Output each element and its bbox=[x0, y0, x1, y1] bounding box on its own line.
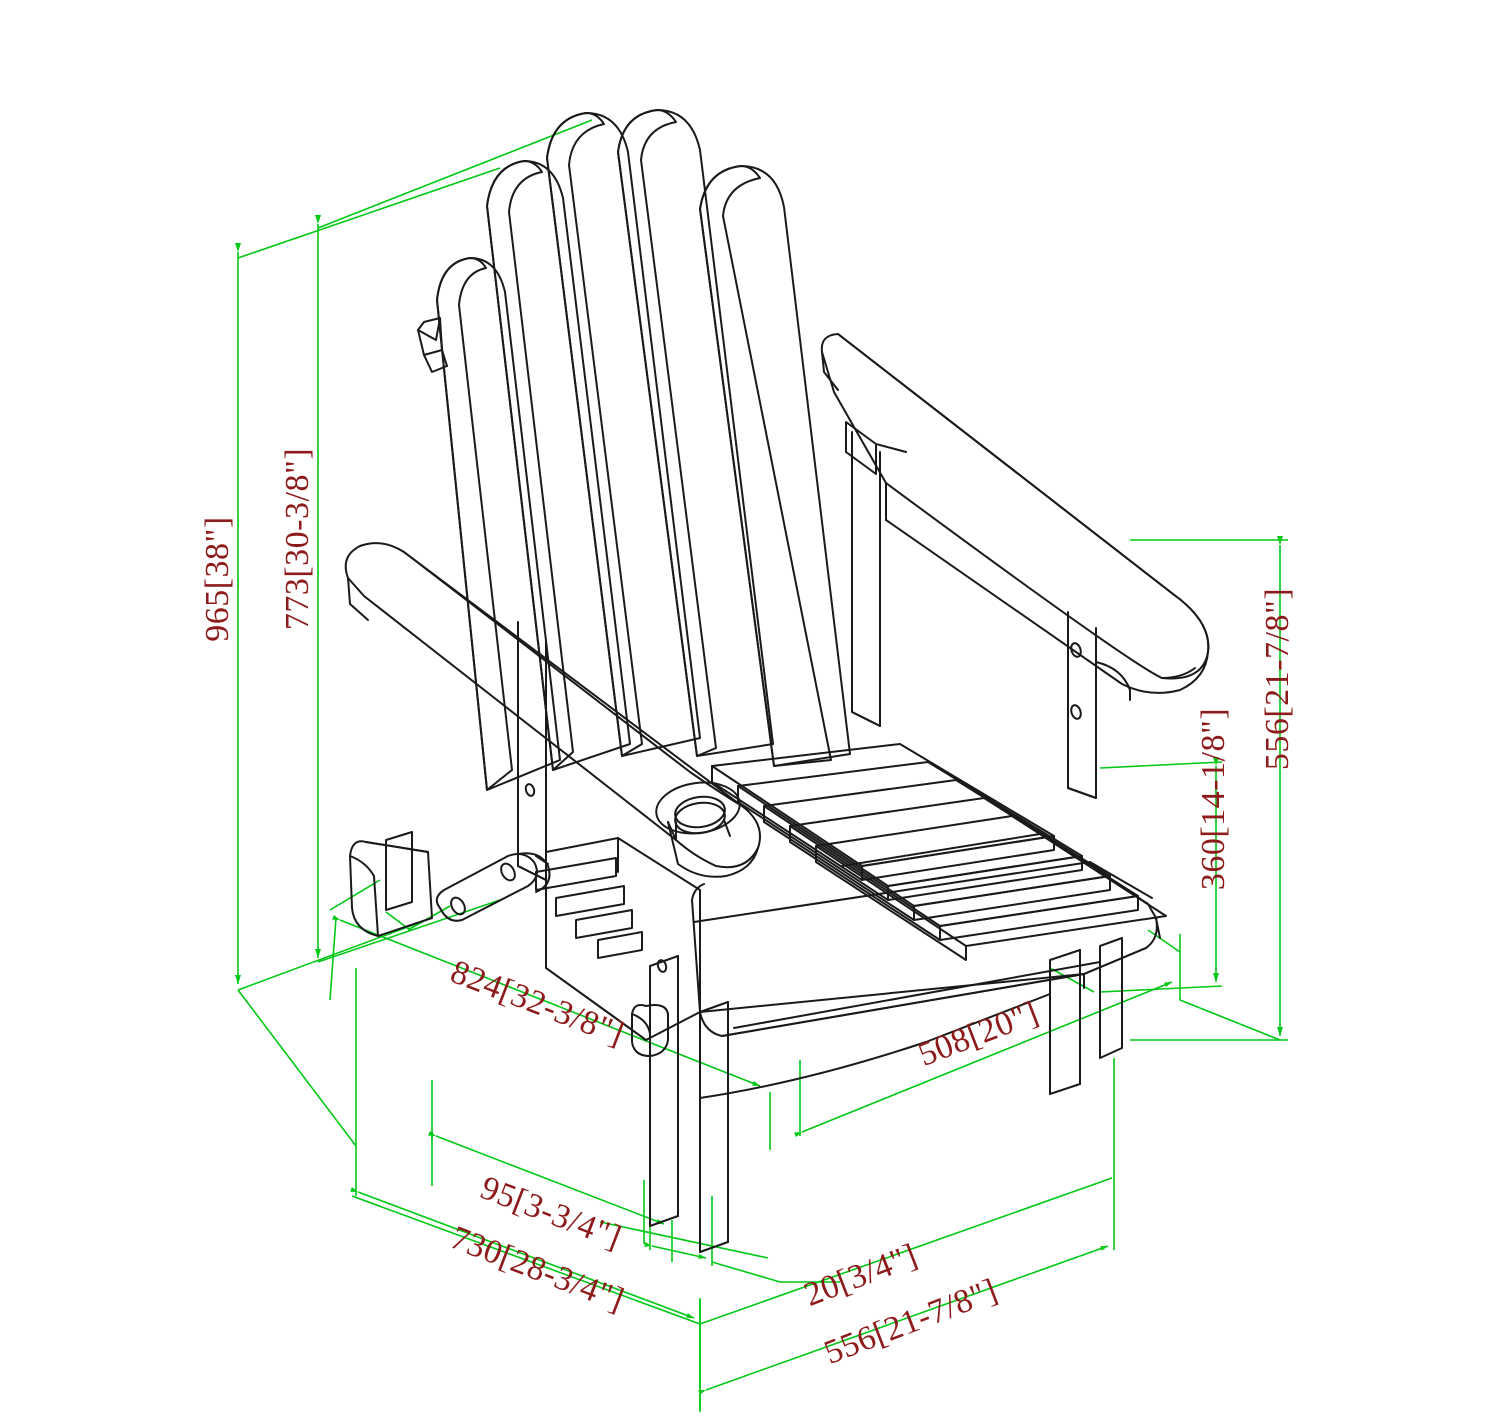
dim-label-arm-height: 556[21-7/8"] bbox=[1259, 587, 1296, 771]
dimension-lines bbox=[235, 119, 1288, 1412]
dim-label-back-height: 773[30-3/8"] bbox=[279, 447, 316, 631]
dim-label-seat-height: 360[14-1/8"] bbox=[1195, 707, 1232, 891]
dim-label-overall-height: 965[38"] bbox=[199, 516, 236, 642]
